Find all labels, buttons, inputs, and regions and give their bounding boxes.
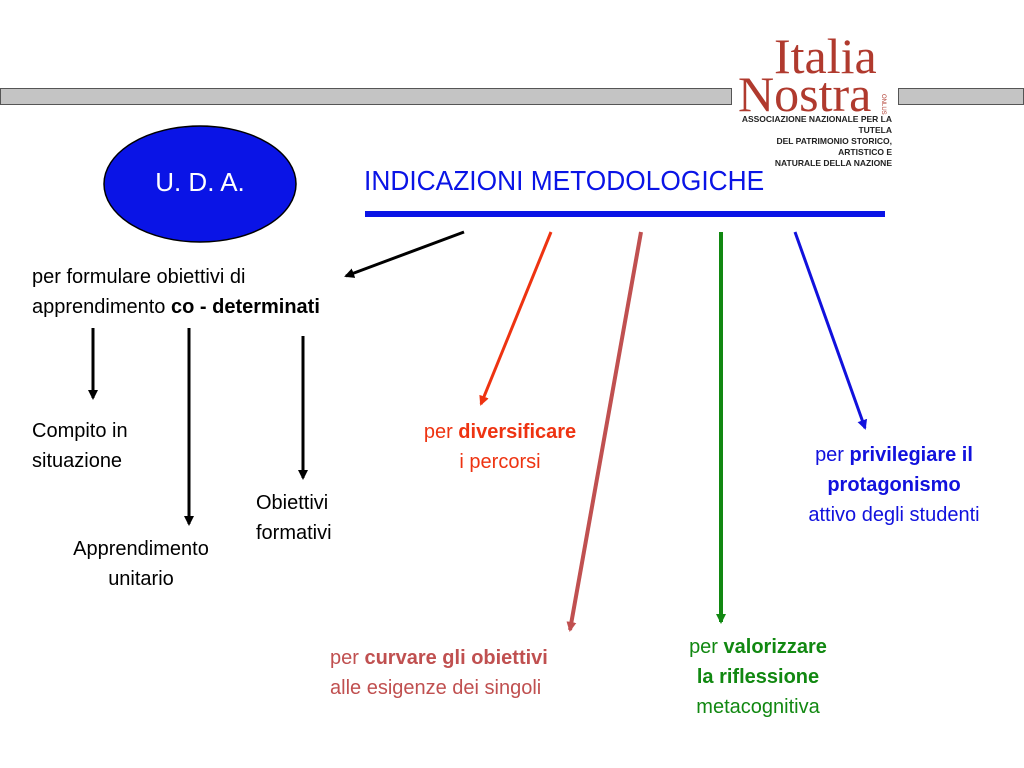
obiettivi-line2: formativi xyxy=(256,522,332,544)
apprendimento-line2: unitario xyxy=(108,568,174,590)
uda-label: U. D. A. xyxy=(155,167,245,197)
privilegiare-bold1: privilegiare il xyxy=(849,444,973,466)
title-underline xyxy=(365,211,885,217)
logo-subtitle-3: NATURALE DELLA NAZIONE xyxy=(774,158,892,168)
apprendimento-text: Apprendimento unitario xyxy=(46,534,236,594)
compito-line2: situazione xyxy=(32,450,123,472)
curvare-text: per curvare gli obiettivi alle esigenze … xyxy=(330,643,630,703)
compito-text: Compito in situazione xyxy=(32,416,192,476)
curvare-pre: per xyxy=(330,647,365,669)
privilegiare-bold2: protagonismo xyxy=(827,474,961,496)
valorizzare-line3: metacognitiva xyxy=(696,696,820,718)
privilegiare-text: per privilegiare il protagonismo attivo … xyxy=(774,440,1014,530)
curvare-line1: per curvare gli obiettivi xyxy=(330,643,630,673)
arrow-to-privilegiare xyxy=(793,231,868,430)
diversificare-bold: diversificare xyxy=(458,421,577,443)
formulare-line2-bold: co - determinati xyxy=(170,296,320,318)
diversificare-text: per diversificare i percorsi xyxy=(390,417,610,477)
valorizzare-pre: per xyxy=(689,636,724,658)
formulare-line2-pre: apprendimento xyxy=(32,296,171,318)
logo-line1: Italia xyxy=(774,28,877,84)
valorizzare-text: per valorizzare la riflessione metacogni… xyxy=(650,632,866,722)
apprendimento-line1: Apprendimento xyxy=(73,538,209,560)
valorizzare-line2: la riflessione xyxy=(650,662,866,692)
logo-line2: Nostra xyxy=(738,66,872,122)
logo-subtitle-1: ASSOCIAZIONE NAZIONALE PER LA TUTELA xyxy=(741,114,892,135)
diversificare-line1: per diversificare xyxy=(390,417,610,447)
valorizzare-bold1: valorizzare xyxy=(723,636,827,658)
formulare-line1: per formulare obiettivi di xyxy=(32,266,246,288)
diversificare-pre: per xyxy=(423,421,459,443)
logo-subtitle-2: DEL PATRIMONIO STORICO, ARTISTICO E xyxy=(776,136,892,157)
header-bar-left xyxy=(0,88,732,105)
privilegiare-line3: attivo degli studenti xyxy=(808,504,980,526)
privilegiare-line1: per privilegiare il xyxy=(774,440,1014,470)
privilegiare-line2: protagonismo xyxy=(774,470,1014,500)
formulare-text: per formulare obiettivi di apprendimento… xyxy=(32,262,412,322)
privilegiare-pre: per xyxy=(815,444,850,466)
valorizzare-bold2: la riflessione xyxy=(696,666,820,688)
italia-nostra-logo: Italia Nostra ONLUS ASSOCIAZIONE NAZIONA… xyxy=(736,28,896,168)
obiettivi-text: Obiettivi formativi xyxy=(256,488,386,548)
obiettivi-line1: Obiettivi xyxy=(256,492,329,514)
curvare-bold: curvare gli obiettivi xyxy=(364,647,548,669)
curvare-line2: alle esigenze dei singoli xyxy=(330,677,542,699)
compito-line1: Compito in xyxy=(32,420,128,442)
diversificare-line2: i percorsi xyxy=(459,451,541,473)
uda-ellipse xyxy=(103,125,297,243)
page-title: INDICAZIONI METODOLOGICHE xyxy=(364,165,765,196)
arrow-to-diversificare xyxy=(479,231,553,406)
valorizzare-line1: per valorizzare xyxy=(650,632,866,662)
arrow-to-curvare xyxy=(566,231,643,632)
logo-subtitle: ASSOCIAZIONE NAZIONALE PER LA TUTELA DEL… xyxy=(732,114,892,169)
arrow-to-formulare xyxy=(344,230,465,278)
formulare-line2: apprendimento co - determinati xyxy=(32,292,412,322)
